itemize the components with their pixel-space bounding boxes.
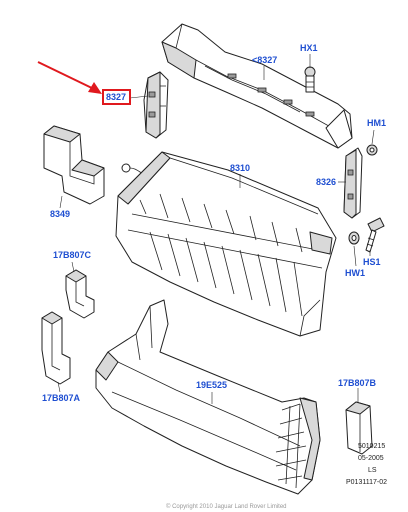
stamp-line-3: LS <box>368 467 377 474</box>
callout-17b807c: 17B807C <box>53 250 92 260</box>
callout-hw1: HW1 <box>345 268 365 278</box>
lower-undertray-part <box>95 299 321 495</box>
callout-labels: <8327 HX1 8327 HM1 8310 8326 8349 17B807… <box>42 43 386 403</box>
grille-slats <box>139 193 303 317</box>
copyright-notice: © Copyright 2010 Jaguar Land Rover Limit… <box>166 503 287 510</box>
callout-19e525: 19E525 <box>196 380 227 390</box>
callout-8327-upper: <8327 <box>252 55 277 65</box>
block-17b807b-part <box>345 401 373 455</box>
stamp-line-4: P0131117-02 <box>346 479 387 486</box>
radiator-shroud-part <box>115 151 337 337</box>
reference-stamp: 5010215 05-2005 LS P0131117-02 <box>346 443 387 486</box>
callout-hs1: HS1 <box>363 257 381 267</box>
callout-hx1: HX1 <box>300 43 318 53</box>
hm1-nut-part <box>366 144 378 156</box>
side-bracket-part <box>143 71 169 139</box>
right-bracket-part <box>343 147 363 219</box>
highlight-box <box>102 89 131 105</box>
pointer-arrow <box>37 61 102 94</box>
undertray-lattice <box>275 403 307 489</box>
hx1-clip-part <box>304 66 316 93</box>
callout-8310: 8310 <box>230 163 250 173</box>
callout-17b807a: 17B807A <box>42 393 81 403</box>
callout-hm1: HM1 <box>367 118 386 128</box>
callout-8327-highlight: 8327 <box>106 92 126 102</box>
callout-8349: 8349 <box>50 209 70 219</box>
duct-block-8349-part <box>43 125 105 205</box>
hs1-screw-part <box>365 217 385 253</box>
upper-deflector-part <box>161 23 353 149</box>
leader-lines <box>57 54 375 404</box>
stamp-line-1: 5010215 <box>358 443 385 450</box>
hw1-washer-part <box>348 231 360 245</box>
block-17b807a-part <box>41 311 71 385</box>
stamp-line-2: 05-2005 <box>358 455 384 462</box>
callout-17b807b: 17B807B <box>338 378 377 388</box>
callout-8326: 8326 <box>316 177 336 187</box>
block-17b807c-part <box>65 269 95 319</box>
